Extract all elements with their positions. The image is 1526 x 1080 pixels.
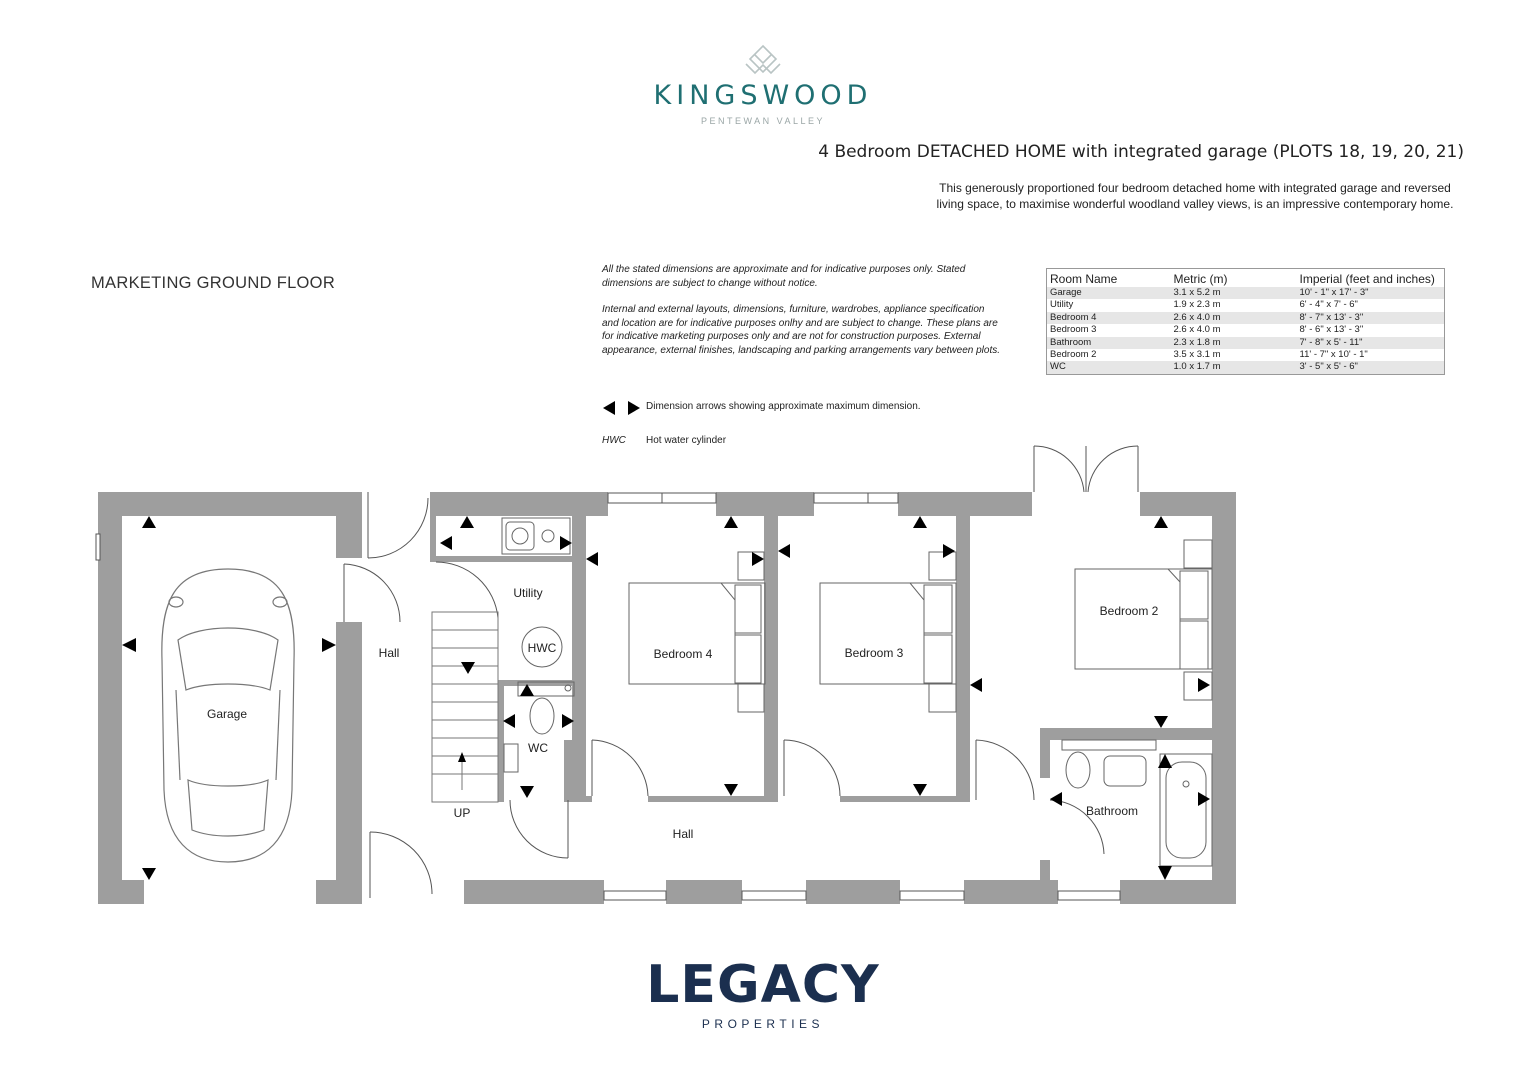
beds [628, 539, 1213, 713]
table-row: Utility 1.9 x 2.3 m 6' - 4" x 7' - 6" [1047, 299, 1445, 311]
cell-metric: 2.6 x 4.0 m [1173, 324, 1221, 336]
legacy-logo: LEGACY [646, 955, 880, 1015]
outer-walls [98, 492, 1236, 904]
label-utility: Utility [513, 586, 542, 600]
label-bathroom: Bathroom [1086, 804, 1138, 818]
table-row: Garage 3.1 x 5.2 m 10' - 1" x 17' - 3" [1046, 287, 1445, 300]
bathroom-fittings [1061, 739, 1213, 867]
dimension-arrows-icon [603, 401, 640, 415]
legacy-subtitle: PROPERTIES [701, 1017, 825, 1031]
house-title: 4 Bedroom DETACHED HOME with integrated … [818, 142, 1464, 162]
notes-dimensions: All the stated dimensions are approximat… [602, 264, 966, 289]
cell-room-name: Garage [1046, 287, 1171, 300]
wc-fittings [503, 681, 575, 773]
cell-imperial: 7' - 8" x 5' - 11" [1296, 336, 1445, 350]
cell-imperial: 8' - 6" x 13' - 3" [1299, 324, 1364, 336]
cell-imperial: 10' - 1" x 17' - 3" [1296, 287, 1445, 300]
label-bedroom-4: Bedroom 4 [654, 647, 713, 661]
cell-imperial: 8' - 7" x 13' - 3" [1296, 311, 1445, 325]
label-bedroom-3: Bedroom 3 [845, 646, 904, 660]
hot-water-cylinder [521, 626, 563, 668]
legend-hwc-abbr: HWC [602, 435, 626, 446]
table-row: Bedroom 4 2.6 x 4.0 m 8' - 7" x 13' - 3" [1046, 311, 1445, 325]
table-row: Bedroom 2 3.5 x 3.1 m 11' - 7" x 10' - 1… [1047, 349, 1445, 361]
house-description: This generously proportioned four bedroo… [936, 181, 1454, 211]
header-metric: Metric (m) [1173, 271, 1228, 286]
cell-metric: 3.1 x 5.2 m [1170, 287, 1297, 300]
table-header-row: Room Name Metric (m) Imperial (feet and … [1047, 269, 1445, 288]
cell-room-name: WC [1046, 361, 1171, 375]
header-room-name: Room Name [1050, 271, 1118, 286]
cell-metric: 2.6 x 4.0 m [1170, 311, 1297, 325]
cell-imperial: 3' - 5" x 5' - 6" [1296, 361, 1445, 375]
label-up: UP [454, 806, 471, 820]
table-row: WC 1.0 x 1.7 m 3' - 5" x 5' - 6" [1046, 361, 1445, 375]
table-row: Bedroom 3 2.6 x 4.0 m 8' - 6" x 13' - 3" [1047, 324, 1445, 336]
cell-metric: 2.3 x 1.8 m [1170, 336, 1297, 350]
stair-direction-arrow [458, 752, 466, 762]
floor-title: MARKETING GROUND FLOOR [91, 274, 336, 292]
legend-hwc-text: Hot water cylinder [646, 435, 727, 446]
kingswood-logo-icon [745, 44, 781, 75]
dimension-arrows [122, 516, 1210, 880]
label-hwc: HWC [528, 641, 557, 655]
cell-metric: 1.9 x 2.3 m [1173, 299, 1221, 311]
label-garage: Garage [207, 707, 247, 721]
cell-room-name: Bathroom [1046, 336, 1171, 350]
cell-metric: 1.0 x 1.7 m [1170, 361, 1297, 375]
car [161, 568, 295, 863]
cell-room-name: Bedroom 2 [1050, 349, 1097, 361]
legend-dimension-text: Dimension arrows showing approximate max… [646, 401, 921, 412]
cell-room-name: Bedroom 4 [1046, 311, 1171, 325]
label-hall-main: Hall [673, 827, 694, 841]
staircase [431, 611, 499, 803]
table-row: Bathroom 2.3 x 1.8 m 7' - 8" x 5' - 11" [1046, 336, 1445, 350]
doors [343, 445, 1139, 898]
brand-name: KINGSWOOD [653, 80, 873, 111]
utility-sink [501, 517, 571, 555]
cell-room-name: Bedroom 3 [1050, 324, 1097, 336]
internal-walls [430, 492, 1212, 880]
windows [95, 492, 1121, 901]
header-imperial: Imperial (feet and inches) [1299, 271, 1435, 286]
label-hall-left: Hall [379, 646, 400, 660]
cell-imperial: 6' - 4" x 7' - 6" [1299, 299, 1358, 311]
label-wc: WC [528, 741, 548, 755]
cell-imperial: 11' - 7" x 10' - 1" [1299, 349, 1368, 361]
brand-location: PENTEWAN VALLEY [700, 116, 826, 126]
cell-metric: 3.5 x 3.1 m [1173, 349, 1221, 361]
room-dimensions-table: Room Name Metric (m) Imperial (feet and … [1046, 268, 1445, 375]
cell-room-name: Utility [1050, 299, 1074, 311]
notes-layouts: Internal and external layouts, dimension… [602, 304, 1001, 356]
label-bedroom-2: Bedroom 2 [1100, 604, 1159, 618]
